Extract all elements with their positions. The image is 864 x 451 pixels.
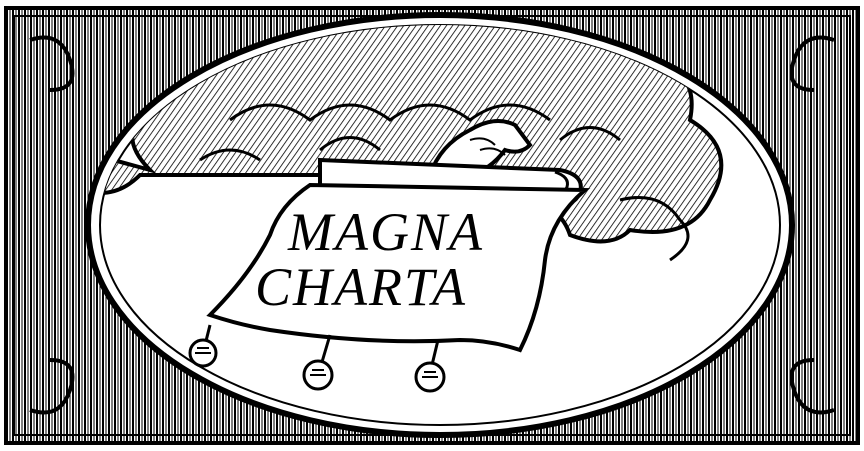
scroll-title-line1: MAGNA <box>287 202 484 262</box>
wax-seal-icon <box>302 334 334 391</box>
wax-seal-icon <box>188 324 218 368</box>
seals <box>188 324 446 393</box>
scroll-parchment: MAGNA CHARTA <box>206 182 591 353</box>
scroll-title-line2: CHARTA <box>255 257 467 317</box>
wax-seal-icon <box>414 339 446 393</box>
corner-flourish-icon <box>29 35 835 415</box>
